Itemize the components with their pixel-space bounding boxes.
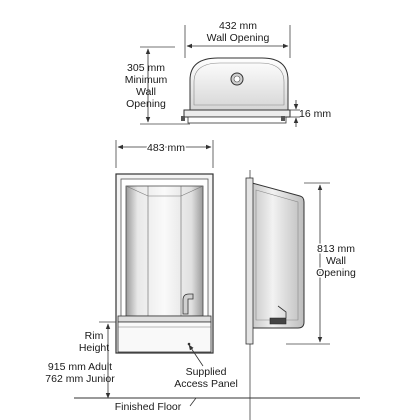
side-height-value: 813 mm [317, 243, 355, 255]
side-bubbler-body [251, 182, 305, 329]
front-view: 483 mm Rim Height 915 mm Adult 762 mm Ju… [45, 140, 238, 399]
rim-value-junior: 762 mm Junior [45, 373, 115, 385]
floor: Finished Floor [74, 397, 360, 413]
bubbler-spout-icon [182, 293, 194, 315]
top-flange-depth-value: 16 mm [299, 108, 331, 120]
front-access-panel [117, 321, 212, 353]
top-depth-caption-2: Wall [136, 86, 156, 98]
top-width-value: 432 mm [219, 20, 257, 32]
rim-label-2: Height [79, 342, 109, 354]
side-wall-flange [245, 177, 254, 345]
top-depth-value: 305 mm [127, 62, 165, 74]
access-panel-leader [188, 344, 204, 367]
rim-value-adult: 915 mm Adult [48, 361, 112, 373]
top-depth-caption-1: Minimum [125, 74, 168, 86]
top-view: 432 mm Wall Opening 305 mm Minimum Wall … [125, 20, 331, 127]
side-height-caption-1: Wall [326, 255, 346, 267]
finished-floor-label: Finished Floor [115, 401, 182, 413]
top-depth-caption-3: Opening [126, 98, 166, 110]
top-width-caption: Wall Opening [207, 32, 270, 44]
rim-label-1: Rim [85, 330, 104, 342]
side-height-caption-2: Opening [316, 267, 356, 279]
side-view: 813 mm Wall Opening [245, 170, 358, 420]
access-panel-label-1: Supplied [186, 366, 227, 378]
top-wall-flange [183, 109, 291, 118]
front-width-value: 483 mm [147, 142, 185, 154]
access-panel-label-2: Access Panel [174, 378, 238, 390]
